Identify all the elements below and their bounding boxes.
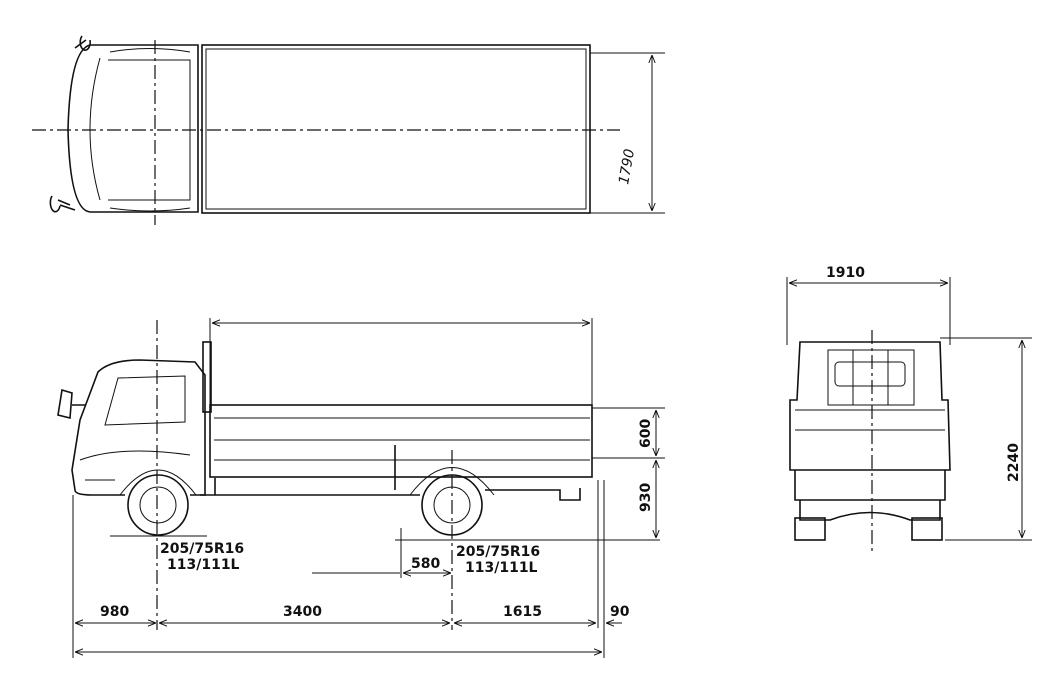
rear-left-wheels (794, 517, 826, 541)
rear-extension-label: 90 (610, 604, 630, 620)
top-view: 1790 (32, 35, 665, 225)
top-cargo-box (201, 44, 591, 214)
bed-height-label: 600 (638, 419, 654, 448)
side-cab (71, 359, 206, 496)
wheelbase-label: 3400 (283, 604, 322, 620)
rear-overhang-label: 1615 (503, 604, 542, 620)
rear-view: 1910 2240 (786, 265, 1032, 552)
rear-tire-load: 113/111L (465, 560, 538, 576)
rear-tire-size: 205/75R16 (456, 544, 540, 560)
offset-label: 580 (411, 556, 440, 572)
top-cab (67, 44, 199, 213)
rear-right-wheels (911, 517, 943, 541)
side-view: 600 930 205/75R16 113/111L 205/75R16 113… (57, 318, 665, 658)
floor-height-label: 930 (638, 483, 654, 512)
top-mirror-icon (74, 35, 91, 51)
side-cargo-bed (209, 404, 593, 478)
front-tire-size: 205/75R16 (160, 541, 244, 557)
front-wheel (127, 474, 189, 536)
front-tire-load: 113/111L (167, 557, 240, 573)
overall-height-label: 2240 (1006, 443, 1022, 482)
front-overhang-label: 980 (100, 604, 129, 620)
rear-width-label: 1910 (826, 265, 865, 281)
side-mirror-icon (57, 388, 85, 420)
top-width-label: 1790 (616, 148, 638, 186)
